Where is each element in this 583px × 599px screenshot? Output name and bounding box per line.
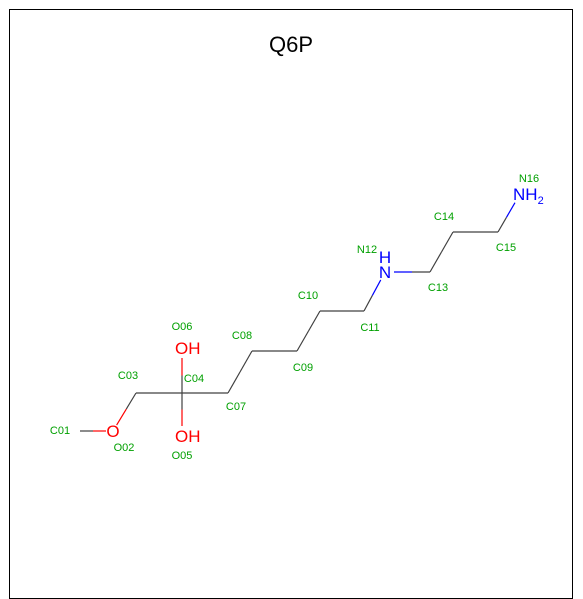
atom-label-o02: O02 xyxy=(114,442,135,454)
bond-c15-n16-a xyxy=(497,217,508,233)
diagram-title: Q6P xyxy=(269,32,313,57)
atom-label-c13: C13 xyxy=(428,282,448,294)
atom-label-c11: C11 xyxy=(360,322,379,334)
bond-c15-n16-b xyxy=(505,202,516,218)
bond-o02-c03-b xyxy=(125,392,137,410)
atom-symbol-o05: OH xyxy=(175,427,201,446)
bond-c07-c08-b xyxy=(239,350,253,373)
diagram-frame xyxy=(9,9,573,599)
atom-symbol-o02: O xyxy=(106,422,119,441)
atom-label-c01: C01 xyxy=(50,425,70,437)
atom-symbol-n16: NH2 xyxy=(513,185,544,207)
atom-label-c14: C14 xyxy=(434,211,454,223)
atom-label-c03: C03 xyxy=(118,370,138,382)
atom-label-n16: N16 xyxy=(519,173,539,185)
bond-c13-c14-b xyxy=(440,231,454,253)
bond-c11-n12-a xyxy=(363,295,373,312)
bond-c13-c14-a xyxy=(429,251,443,273)
atom-label-c07: C07 xyxy=(226,401,246,413)
atom-label-c08: C08 xyxy=(232,330,252,342)
atom-symbol-o06: OH xyxy=(175,339,201,358)
bond-c09-c10-a xyxy=(296,330,310,352)
bond-c07-c08-a xyxy=(227,371,241,394)
atom-label-c10: C10 xyxy=(298,290,318,302)
atom-symbol-n12: N xyxy=(379,263,391,282)
atom-label-o06: O06 xyxy=(172,321,193,333)
atom-label-o05: O05 xyxy=(172,450,193,462)
bonds-layer xyxy=(80,202,516,432)
bond-o02-c03-a xyxy=(116,408,127,426)
atom-label-c09: C09 xyxy=(293,362,313,374)
atom-label-n12: N12 xyxy=(357,244,377,256)
bond-c09-c10-b xyxy=(307,310,321,332)
bond-c11-n12-b xyxy=(371,279,382,296)
atom-symbol-h-n12: H xyxy=(379,248,391,267)
atom-label-c15: C15 xyxy=(496,242,516,254)
atom-label-c04: C04 xyxy=(184,373,204,385)
